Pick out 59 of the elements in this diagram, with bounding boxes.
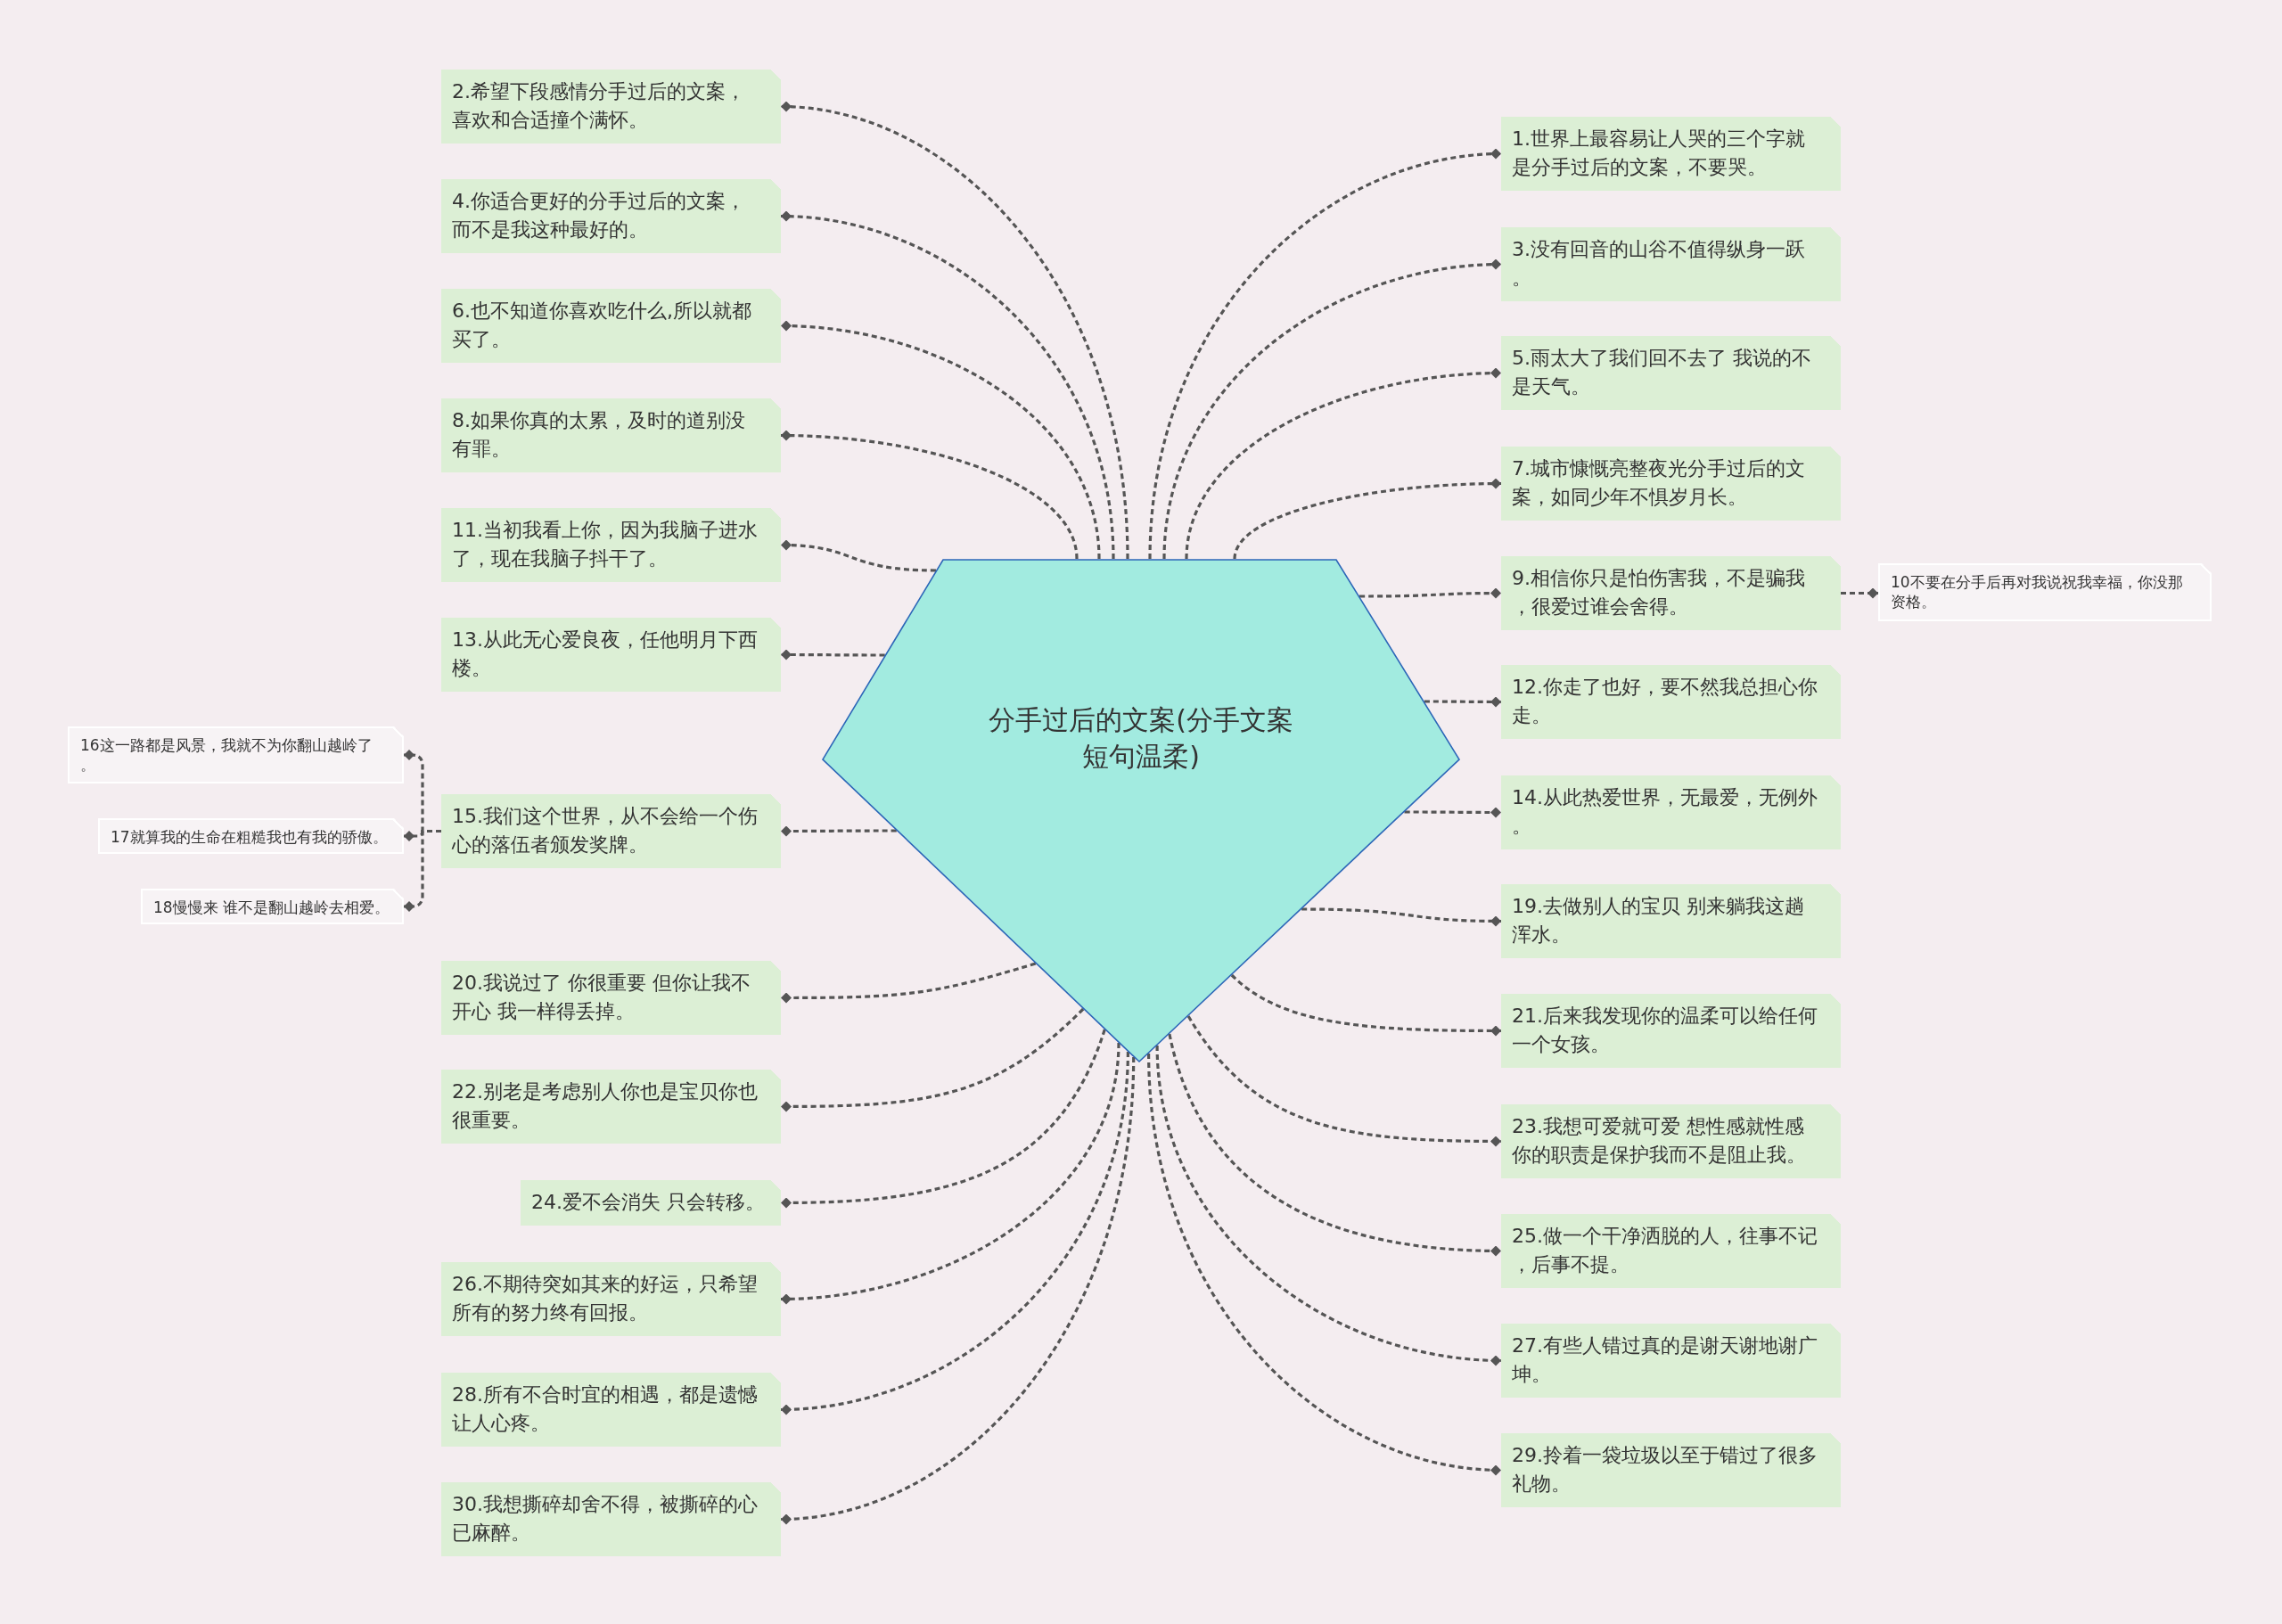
connector [1233, 478, 1502, 560]
topic-box: 6.也不知道你喜欢吃什么,所以就都买了。 [441, 289, 781, 363]
connector [781, 825, 897, 837]
subtopic-box: 17就算我的生命在粗糙我也有我的骄傲。 [98, 818, 404, 854]
connector [780, 102, 1129, 560]
connector [780, 1056, 1136, 1524]
topic-box: 19.去做别人的宝贝 别来躺我这趟浑水。 [1501, 884, 1841, 958]
connector [781, 962, 1037, 1004]
topic-box: 12.你走了也好，要不然我总担心你走。 [1501, 665, 1841, 739]
connector [1230, 973, 1501, 1037]
topic-box: 20.我说过了 你很重要 但你让我不开心 我一样得丢掉。 [441, 961, 781, 1035]
topic-box: 5.雨太大了我们回不去了 我说的不是天气。 [1501, 336, 1841, 410]
topic-box: 27.有些人错过真的是谢天谢地谢广坤。 [1501, 1324, 1841, 1398]
connector [1148, 148, 1502, 560]
topic-box: 9.相信你只是怕伤害我，不是骗我，很爱过谁会舍得。 [1501, 556, 1841, 630]
connector [780, 539, 937, 572]
topic-box: 22.别老是考虑别人你也是宝贝你也很重要。 [441, 1070, 781, 1144]
connector [1404, 807, 1501, 818]
connector [1301, 907, 1501, 927]
topic-box: 26.不期待突如其来的好运，只希望所有的努力终有回报。 [441, 1262, 781, 1336]
connector [780, 1042, 1120, 1305]
connector [1185, 367, 1502, 560]
topic-box: 25.做一个干净洒脱的人，往事不记，后事不提。 [1501, 1214, 1841, 1288]
topic-box: 14.从此热爱世界，无最爱，无例外。 [1501, 775, 1841, 849]
connector [780, 210, 1115, 560]
connector [1162, 258, 1502, 560]
connector [780, 1029, 1106, 1209]
topic-box: 7.城市慷慨亮整夜光分手过后的文案，如同少年不惧岁月长。 [1501, 447, 1841, 521]
connector [1424, 696, 1501, 708]
connector [780, 1051, 1129, 1415]
topic-box: 15.我们这个世界，从不会给一个伤心的落伍者颁发奖牌。 [441, 794, 781, 868]
connector [781, 1007, 1085, 1112]
connector [1359, 587, 1501, 599]
subtopic-box: 10不要在分手后再对我说祝我幸福，你没那资格。 [1878, 563, 2212, 621]
topic-box: 11.当初我看上你，因为我脑子进水了，现在我脑子抖干了。 [441, 508, 781, 582]
topic-box: 8.如果你真的太累，及时的道别没有罪。 [441, 398, 781, 472]
topic-box: 23.我想可爱就可爱 想性感就性感你的职责是保护我而不是阻止我。 [1501, 1104, 1841, 1178]
topic-box: 13.从此无心爱良夜，任他明月下西楼。 [441, 618, 781, 692]
topic-box: 3.没有回音的山谷不值得纵身一跃。 [1501, 227, 1841, 301]
connector [780, 430, 1079, 560]
topic-box: 1.世界上最容易让人哭的三个字就是分手过后的文案，不要哭。 [1501, 117, 1841, 191]
topic-box: 30.我想撕碎却舍不得，被撕碎的心已麻醉。 [441, 1482, 781, 1556]
connector [1841, 587, 1878, 599]
connector [404, 829, 441, 912]
connector [1186, 1015, 1501, 1147]
topic-box: 28.所有不合时宜的相遇，都是遗憾让人心疼。 [441, 1373, 781, 1447]
subtopic-box: 16这一路都是风景，我就不为你翻山越岭了。 [68, 726, 404, 783]
connector [781, 649, 885, 660]
topic-box: 4.你适合更好的分手过后的文案，而不是我这种最好的。 [441, 179, 781, 253]
connector [1168, 1033, 1502, 1257]
connector [1155, 1045, 1502, 1366]
connector [780, 320, 1101, 560]
topic-box: 2.希望下段感情分手过后的文案，喜欢和合适撞个满怀。 [441, 70, 781, 144]
topic-box: 21.后来我发现你的温柔可以给任何一个女孩。 [1501, 994, 1841, 1068]
connector [1147, 1053, 1502, 1475]
topic-box: 29.拎着一袋垃圾以至于错过了很多礼物。 [1501, 1433, 1841, 1507]
topic-box: 24.爱不会消失 只会转移。 [521, 1180, 781, 1226]
subtopic-box: 18慢慢来 谁不是翻山越岭去相爱。 [141, 889, 404, 924]
topic-title: 分手过后的文案(分手文案短句温柔) [988, 703, 1294, 774]
